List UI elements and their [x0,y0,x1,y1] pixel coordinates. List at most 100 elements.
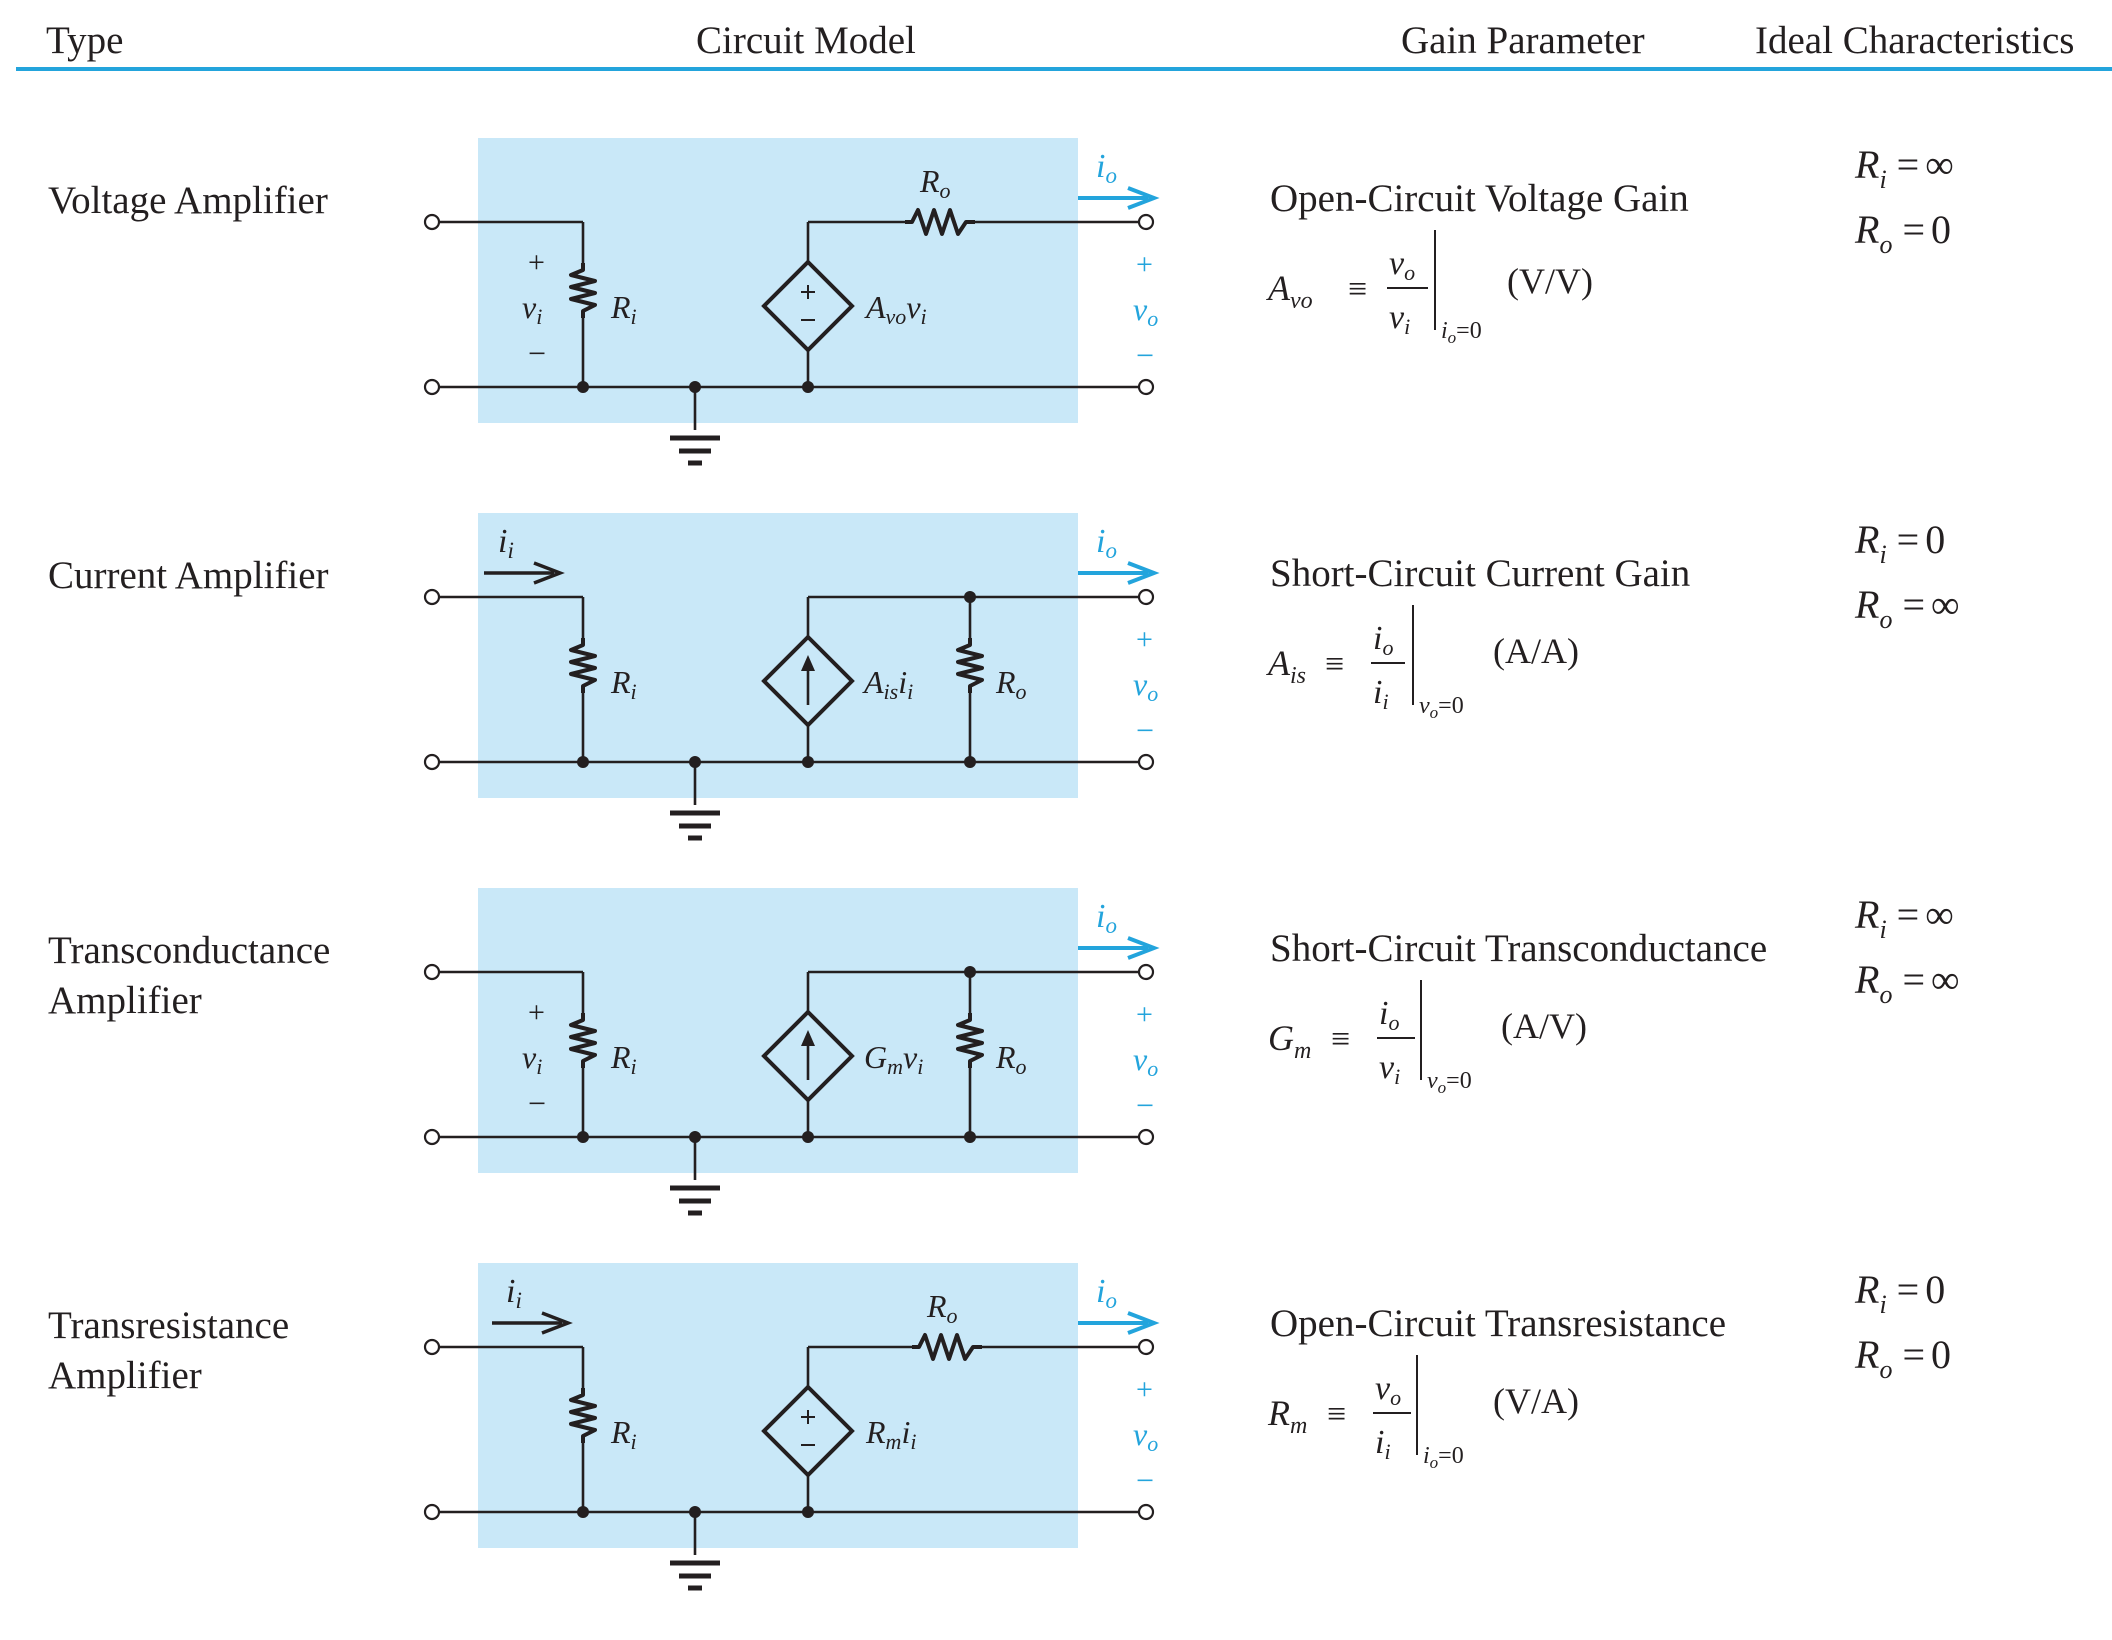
input-terminal [423,588,441,606]
vo-minus: − [1136,337,1154,373]
io-label: io [1096,898,1117,938]
vi-minus: − [528,335,546,371]
svg-text:io=0: io=0 [1441,318,1482,347]
ro-label: Ro [926,1288,958,1328]
svg-text:Gm: Gm [1268,1018,1311,1064]
svg-text:io: io [1373,620,1393,660]
ideal-ri: Ri=0 [1855,517,1946,569]
row-transconductance-amplifier: Transconductance Amplifier io + vo − + v… [0,888,2112,1265]
type-name-line1: Voltage Amplifier [48,179,328,222]
svg-text:vi: vi [1389,299,1410,339]
ri-resistor-icon [569,263,597,318]
gain-formula: Rm ≡ vo ii io=0 (V/A) [1267,1355,1579,1472]
vi-plus: + [528,246,545,279]
gain-name: Short-Circuit Transconductance [1270,927,1768,970]
header-circuit-model: Circuit Model [696,19,916,62]
vi-plus: + [528,996,545,1029]
vo-label: vo [1133,291,1158,331]
type-name-line2: Amplifier [48,1354,202,1397]
output-terminal [1137,753,1155,771]
amplifier-box [478,138,1078,423]
ri-resistor-icon [569,638,597,693]
gain-name: Short-Circuit Current Gain [1270,552,1691,595]
input-current-arrow-icon [484,561,565,585]
svg-text:vo: vo [1389,245,1415,285]
output-terminal [1137,1128,1155,1146]
vo-minus: − [1136,712,1154,748]
svg-text:(V/V): (V/V) [1507,261,1593,301]
gain-formula: Ais ≡ io ii vo=0 (A/A) [1266,605,1579,722]
type-name-line1: Transresistance [48,1304,290,1347]
svg-text:Rm: Rm [1267,1393,1307,1439]
gain-formula: Avo ≡ vo vi io=0 (V/V) [1266,230,1593,347]
ri-label: Ri [610,1414,637,1454]
output-current-arrow-icon [1078,1311,1160,1335]
output-terminal [1137,1503,1155,1521]
vo-minus: − [1136,1087,1154,1123]
amplifier-box [478,1263,1078,1548]
type-name: Current Amplifier [48,551,329,601]
type-name: Voltage Amplifier [48,176,328,226]
ro-resistor-icon [912,1333,982,1361]
svg-text:vo: vo [1375,1370,1401,1410]
ro-resistor-icon [956,638,984,693]
gain-formula: Gm ≡ io vi vo=0 (A/V) [1268,980,1587,1097]
output-current-arrow-icon [1078,186,1160,210]
svg-text:Avo: Avo [1266,268,1313,314]
svg-text:Ais: Ais [1266,643,1306,689]
ideal-ro: Ro=0 [1855,207,1951,259]
svg-text:≡: ≡ [1325,646,1344,683]
ro-label: Ro [995,664,1027,704]
vo-label: vo [1133,1041,1158,1081]
ri-resistor-icon [569,1388,597,1443]
vo-label: vo [1133,666,1158,706]
output-terminal [1137,963,1155,981]
ideal-characteristics: Ri=0 Ro=∞ [1855,515,1960,645]
svg-text:io=0: io=0 [1423,1443,1464,1472]
ri-label: Ri [610,289,637,329]
ro-resistor-icon [956,1013,984,1068]
source-gain-label: Aisii [862,664,913,704]
gain-name: Open-Circuit Transresistance [1270,1302,1727,1345]
row-transresistance-amplifier: Transresistance Amplifier ii io + vo − R… [0,1263,2112,1640]
svg-text:vi: vi [1379,1049,1400,1089]
amplifier-box [478,888,1078,1173]
amplifier-box [478,513,1078,798]
gain-name: Open-Circuit Voltage Gain [1270,177,1689,220]
ideal-characteristics: Ri=0 Ro=0 [1855,1265,1951,1395]
input-terminal [423,963,441,981]
input-current-arrow-icon [492,1311,573,1335]
row-current-amplifier: Current Amplifier ii io + vo − Ri Ro Ais… [0,513,2112,890]
ri-label: Ri [610,664,637,704]
input-terminal [423,1503,441,1521]
output-terminal [1137,213,1155,231]
svg-text:(V/A): (V/A) [1493,1381,1579,1421]
vo-plus: + [1136,1373,1153,1406]
type-name-line1: Transconductance [48,929,331,972]
svg-text:≡: ≡ [1327,1396,1346,1433]
io-label: io [1096,523,1117,563]
circuit-model: io + vo − + vi − Ri Ro Gmvi [423,888,1160,1216]
vi-label: vi [522,289,542,329]
ideal-characteristics: Ri=∞ Ro=0 [1855,140,1954,270]
header-ideal-characteristics: Ideal Characteristics [1755,19,2075,62]
type-name: Transconductance Amplifier [48,926,330,1026]
output-current-arrow-icon [1078,936,1160,960]
vo-plus: + [1136,248,1153,281]
ground-icon [670,1185,720,1216]
row-voltage-amplifier: Voltage Amplifier io + vo − + vi − Ri Ro… [0,138,2112,515]
ri-label: Ri [610,1039,637,1079]
ideal-ri: Ri=∞ [1855,892,1954,944]
output-terminal [1137,1338,1155,1356]
output-terminal [1137,588,1155,606]
ground-icon [670,435,720,466]
circuit-model: io + vo − + vi − Ri Ro Avovi [423,138,1160,466]
svg-text:vo=0: vo=0 [1427,1068,1472,1097]
io-label: io [1096,148,1117,188]
ii-label: ii [506,1273,522,1313]
vo-plus: + [1136,623,1153,656]
svg-text:ii: ii [1375,1424,1391,1464]
ideal-ro: Ro=0 [1855,1332,1951,1384]
vo-plus: + [1136,998,1153,1031]
ideal-ro: Ro=∞ [1855,582,1960,634]
